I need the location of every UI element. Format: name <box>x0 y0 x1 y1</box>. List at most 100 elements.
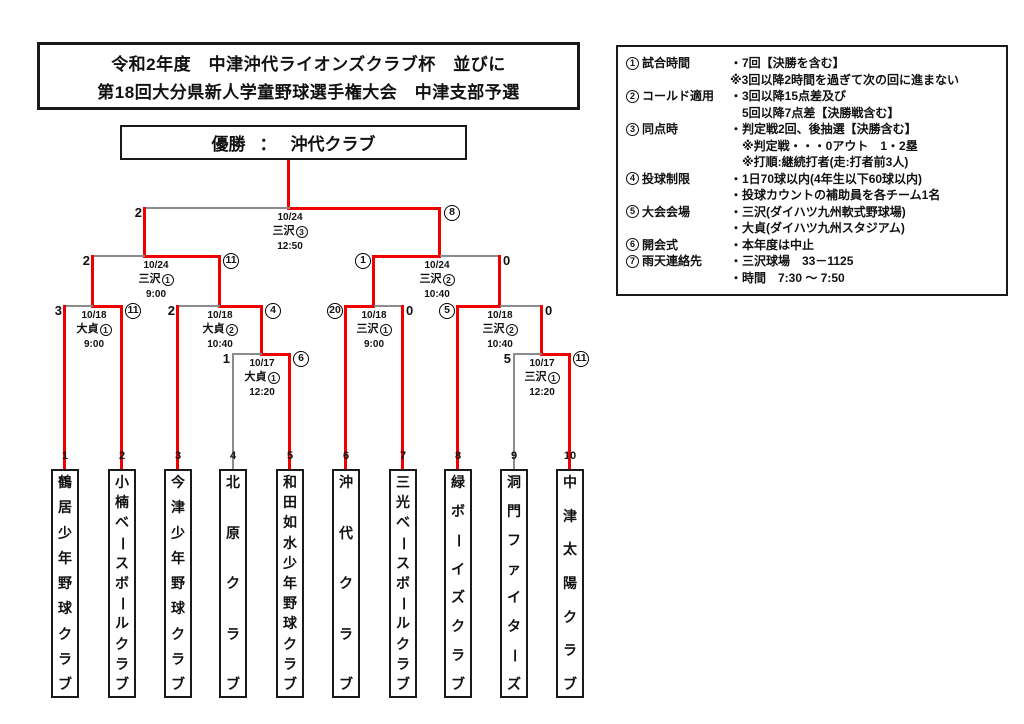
score-final-right: 8 <box>444 205 460 221</box>
bracket-line <box>260 305 263 356</box>
bracket-line <box>287 160 290 210</box>
team-seed: 7 <box>399 450 407 462</box>
rule-number-circle: 5 <box>626 205 639 219</box>
rule-number-circle: 2 <box>626 89 639 103</box>
venue-name: 三沢 <box>419 273 442 285</box>
team-box-sanko: 三光ベースボールクラブ <box>389 469 417 698</box>
bracket-line <box>542 353 570 356</box>
score-qf4-right: 0 <box>545 303 553 318</box>
bracket-line <box>178 305 220 307</box>
venue-name: 三沢 <box>356 323 379 335</box>
bracket-line <box>344 305 347 469</box>
bracket-line <box>220 305 262 308</box>
match-date: 10/24 <box>424 260 450 271</box>
match-time: 10:40 <box>207 339 233 350</box>
rule-number-circle: 7 <box>626 254 639 268</box>
team-seed: 1 <box>61 450 69 462</box>
rule-text: ・1日70球以内(4年生以下60球以内) <box>730 171 923 186</box>
rule-text: ※判定戦・・・0アウト 1・2塁 <box>730 138 918 153</box>
score-r1b-right: 11 <box>573 351 589 367</box>
score-r1a-right: 6 <box>293 351 309 367</box>
champion-label: 優勝 <box>211 135 246 154</box>
team-box-kogusu: 小楠ベースボールクラブ <box>108 469 136 698</box>
score-qf1-left: 3 <box>54 303 62 318</box>
match-date: 10/24 <box>277 212 303 223</box>
rule-text: ※打順:継続打者(走:打者前3人) <box>730 155 909 169</box>
team-seed: 5 <box>286 450 294 462</box>
team-seed: 10 <box>563 450 577 462</box>
match-date: 10/18 <box>487 310 513 321</box>
team-seed: 9 <box>510 450 518 462</box>
champion-separator: ： <box>259 135 277 154</box>
match-time: 12:20 <box>249 387 275 398</box>
team-box-midori: 緑ボーイズクラブ <box>444 469 472 698</box>
bracket-line <box>346 305 374 308</box>
bracket-line <box>93 305 122 308</box>
venue-name: 三沢 <box>524 371 547 383</box>
match-time: 12:20 <box>529 387 555 398</box>
venue-name: 大貞 <box>76 323 99 335</box>
score-sf1-right: 11 <box>223 253 239 269</box>
rule-label: 大会会場 <box>642 204 691 219</box>
bracket-line <box>145 207 290 209</box>
venue-court-circle: 3 <box>295 225 308 238</box>
venue-court-circle: 2 <box>505 323 518 336</box>
venue-court-circle: 1 <box>267 371 280 384</box>
score-sf2-right: 0 <box>503 253 511 268</box>
bracket-line <box>372 255 375 308</box>
bracket-line <box>401 305 404 469</box>
venue-court-circle: 2 <box>225 323 238 336</box>
score-sf2-left: 1 <box>355 253 371 269</box>
score-qf3-left: 20 <box>327 303 343 319</box>
team-box-domon: 洞門ファイターズ <box>500 469 528 698</box>
champion-name: 沖代クラブ <box>290 135 376 154</box>
rule-text: 5回以降7点差【決勝戦含む】 <box>730 105 900 120</box>
bracket-line <box>540 305 543 356</box>
bracket-line <box>218 255 221 308</box>
title-box: 令和2年度 中津沖代ライオンズクラブ杯 並びに 第18回大分県新人学童野球選手権… <box>37 42 580 110</box>
match-date: 10/18 <box>207 310 233 321</box>
bracket-line <box>91 255 94 308</box>
rule-label: 雨天連絡先 <box>642 254 703 268</box>
score-final-left: 2 <box>134 205 142 220</box>
score-qf3-right: 0 <box>406 303 414 318</box>
venue-court-circle: 2 <box>442 273 455 286</box>
score-r1b-left: 5 <box>503 351 511 366</box>
bracket-line <box>63 305 66 469</box>
team-box-nakatsutaiyo: 中津太陽クラブ <box>556 469 584 698</box>
rule-number-circle: 3 <box>626 122 639 136</box>
bracket-line <box>456 305 459 469</box>
bracket-line <box>143 207 146 258</box>
match-time: 10:40 <box>424 289 450 300</box>
team-box-kitahara: 北原クラブ <box>219 469 247 698</box>
bracket-line <box>514 353 542 355</box>
match-time: 9:00 <box>363 339 384 350</box>
rule-number-circle: 6 <box>626 238 639 252</box>
rule-label: 試合時間 <box>642 56 691 70</box>
match-date: 10/17 <box>529 358 555 369</box>
rule-number-circle: 1 <box>626 56 639 70</box>
bracket-line <box>290 207 440 210</box>
bracket-line <box>440 255 500 257</box>
title-line-2: 第18回大分県新人学童野球選手権大会 中津支部予選 <box>97 82 520 102</box>
team-seed: 2 <box>118 450 126 462</box>
rule-text: ・三沢(ダイハツ九州軟式野球場) <box>730 204 906 219</box>
rule-number-circle: 4 <box>626 172 639 186</box>
venue-name: 大貞 <box>244 371 267 383</box>
